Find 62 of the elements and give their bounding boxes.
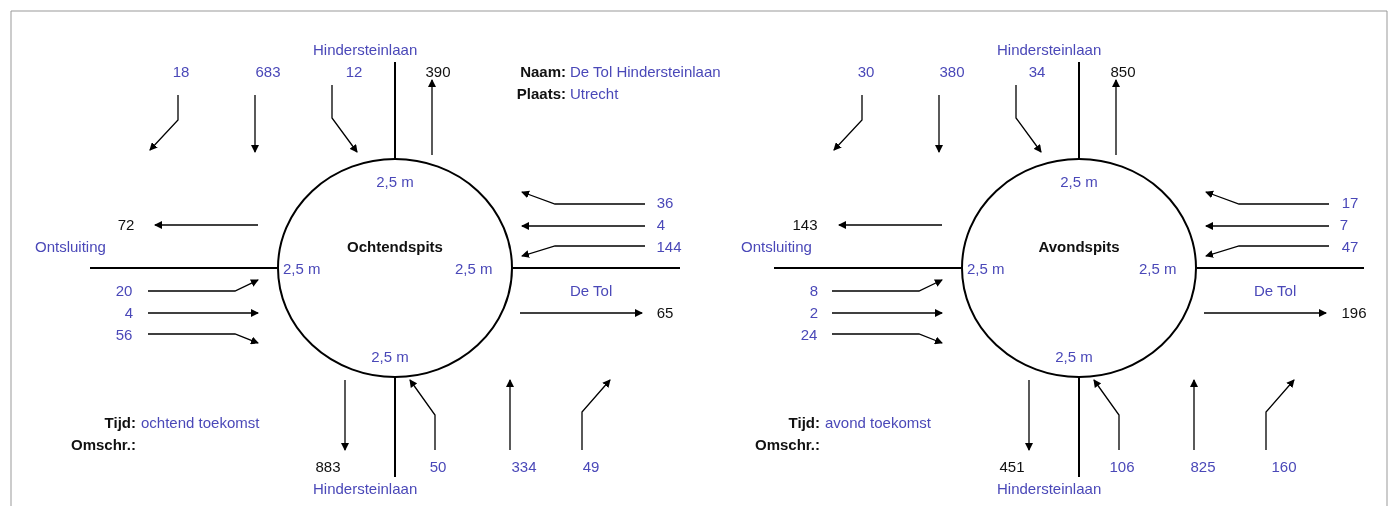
field-value: avond toekomst <box>825 414 931 432</box>
roundabout-circle <box>277 158 513 378</box>
traffic-count: 4 <box>124 304 134 322</box>
traffic-count: 17 <box>1341 194 1359 212</box>
traffic-count: 20 <box>115 282 133 300</box>
traffic-count: 390 <box>425 63 451 81</box>
field-label: Tijd: <box>788 414 820 432</box>
distance-label: 2,5 m <box>1060 173 1098 191</box>
field-label: Tijd: <box>104 414 136 432</box>
traffic-count: 18 <box>172 63 190 81</box>
traffic-count: 56 <box>115 326 133 344</box>
traffic-count: 143 <box>792 216 818 234</box>
distance-label: 2,5 m <box>371 348 409 366</box>
traffic-count: 4 <box>656 216 666 234</box>
traffic-count: 24 <box>800 326 818 344</box>
traffic-count: 34 <box>1028 63 1046 81</box>
traffic-count: 380 <box>939 63 965 81</box>
distance-label: 2,5 m <box>1139 260 1177 278</box>
traffic-count: 72 <box>117 216 135 234</box>
traffic-count: 334 <box>511 458 537 476</box>
field-value: De Tol Hindersteinlaan <box>570 63 721 81</box>
road-name: Hindersteinlaan <box>313 41 418 59</box>
traffic-count: 106 <box>1109 458 1135 476</box>
distance-label: 2,5 m <box>1055 348 1093 366</box>
traffic-count: 30 <box>857 63 875 81</box>
traffic-count: 144 <box>656 238 682 256</box>
distance-label: 2,5 m <box>455 260 493 278</box>
field-label: Plaats: <box>516 85 566 103</box>
road-name: Ontsluiting <box>741 238 812 256</box>
traffic-count: 65 <box>656 304 674 322</box>
period-label: Ochtendspits <box>347 238 443 256</box>
traffic-count: 825 <box>1190 458 1216 476</box>
traffic-count: 883 <box>315 458 341 476</box>
distance-label: 2,5 m <box>376 173 414 191</box>
traffic-count: 196 <box>1341 304 1367 322</box>
road-name: Ontsluiting <box>35 238 106 256</box>
traffic-count: 7 <box>1339 216 1349 234</box>
traffic-count: 160 <box>1271 458 1297 476</box>
road-name: Hindersteinlaan <box>997 41 1102 59</box>
road-name: De Tol <box>570 282 613 300</box>
traffic-count: 36 <box>656 194 674 212</box>
field-label: Omschr.: <box>70 436 136 454</box>
traffic-count: 49 <box>582 458 600 476</box>
traffic-count: 683 <box>255 63 281 81</box>
field-label: Naam: <box>520 63 566 81</box>
field-value: Utrecht <box>570 85 619 103</box>
traffic-count: 8 <box>809 282 819 300</box>
traffic-count: 2 <box>809 304 819 322</box>
traffic-count: 451 <box>999 458 1025 476</box>
period-label: Avondspits <box>1038 238 1120 256</box>
traffic-count: 850 <box>1110 63 1136 81</box>
roundabout-circle <box>961 158 1197 378</box>
field-value: ochtend toekomst <box>141 414 260 432</box>
traffic-count: 50 <box>429 458 447 476</box>
road-name: De Tol <box>1254 282 1297 300</box>
distance-label: 2,5 m <box>967 260 1005 278</box>
distance-label: 2,5 m <box>283 260 321 278</box>
traffic-count: 12 <box>345 63 363 81</box>
field-label: Omschr.: <box>754 436 820 454</box>
road-name: Hindersteinlaan <box>997 480 1102 498</box>
traffic-count: 47 <box>1341 238 1359 256</box>
road-name: Hindersteinlaan <box>313 480 418 498</box>
